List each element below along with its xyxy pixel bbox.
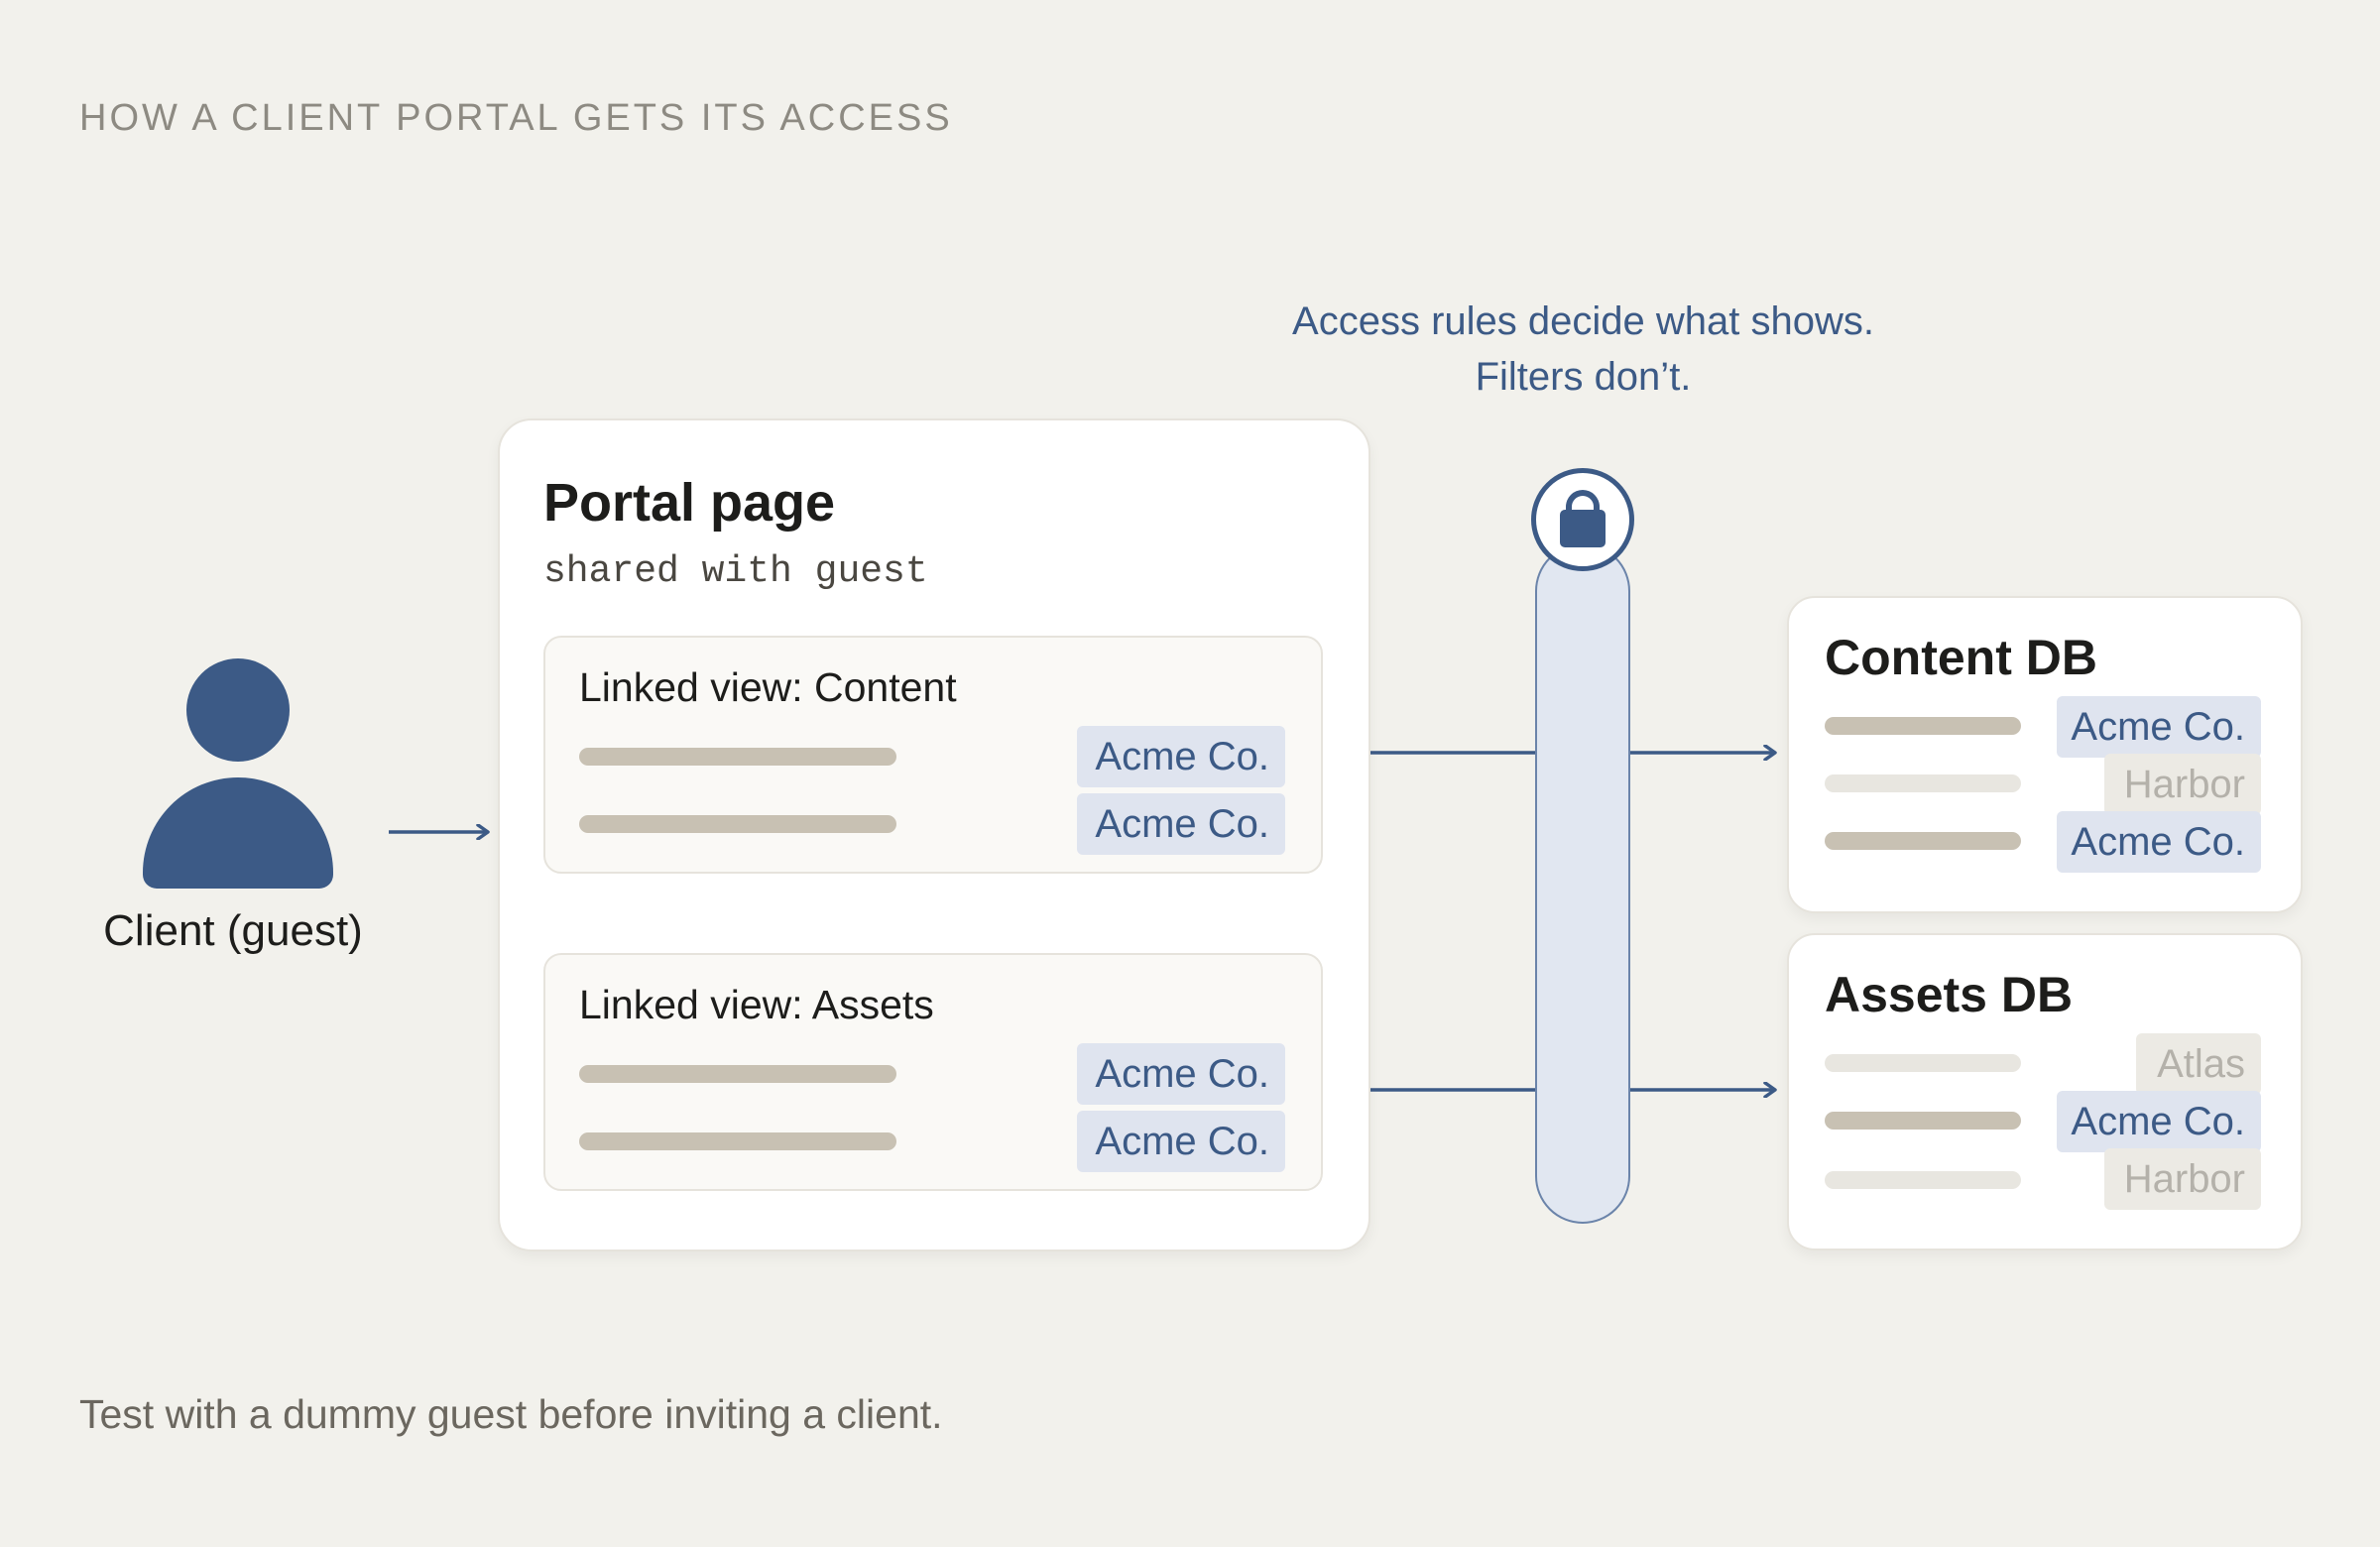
linked-view-content-title: Linked view: Content <box>579 664 957 710</box>
access-rules-callout: Access rules decide what shows. Filters … <box>1292 299 1874 399</box>
db-row-bar-hidden <box>1825 1054 2021 1072</box>
view-row-tag: Acme Co. <box>1077 1043 1285 1105</box>
view-row-bar <box>579 748 896 766</box>
db-row-tag-visible: Acme Co. <box>2057 1091 2261 1152</box>
view-row-tag: Acme Co. <box>1077 1111 1285 1172</box>
view-row-tag: Acme Co. <box>1077 726 1285 787</box>
person-icon-head <box>186 658 290 762</box>
db-row-bar-hidden <box>1825 1171 2021 1189</box>
db-row-bar-visible <box>1825 717 2021 735</box>
db-row-tag-hidden: Harbor <box>2104 1148 2261 1210</box>
db-row-tag-visible: Acme Co. <box>2057 696 2261 758</box>
footnote: Test with a dummy guest before inviting … <box>79 1391 943 1437</box>
diagram-title: HOW A CLIENT PORTAL GETS ITS ACCESS <box>79 97 953 139</box>
linked-view-assets-title: Linked view: Assets <box>579 982 934 1027</box>
view-row-bar <box>579 815 896 833</box>
db-row-tag-hidden: Atlas <box>2136 1033 2261 1095</box>
db-row-tag-visible: Acme Co. <box>2057 811 2261 873</box>
content-db-title: Content DB <box>1825 630 2097 685</box>
client-label: Client (guest) <box>103 906 363 955</box>
access-rules-gate <box>1535 543 1630 1224</box>
lock-icon-shackle <box>1566 490 1600 524</box>
db-row-bar-visible <box>1825 1112 2021 1130</box>
view-row-tag: Acme Co. <box>1077 793 1285 855</box>
db-row-tag-hidden: Harbor <box>2104 754 2261 815</box>
lock-icon-body <box>1560 510 1606 547</box>
portal-page-subtitle: shared with guest <box>543 550 928 593</box>
lock-icon <box>1531 468 1634 571</box>
assets-db-title: Assets DB <box>1825 967 2074 1022</box>
db-row-bar-hidden <box>1825 774 2021 792</box>
db-row-bar-visible <box>1825 832 2021 850</box>
view-row-bar <box>579 1065 896 1083</box>
portal-page-title: Portal page <box>543 473 836 533</box>
view-row-bar <box>579 1132 896 1150</box>
